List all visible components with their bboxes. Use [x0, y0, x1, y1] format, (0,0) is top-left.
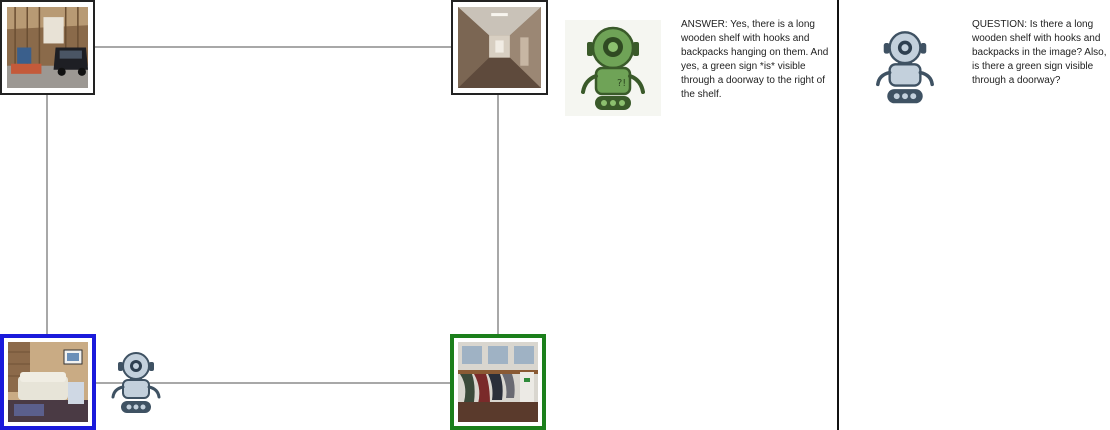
- green-robot-icon: ?!: [581, 26, 645, 110]
- node-hallway[interactable]: [451, 0, 548, 95]
- node-mudroom[interactable]: [450, 334, 546, 430]
- answer-robot-avatar: ?!: [565, 20, 661, 116]
- question-robot-icon: [876, 31, 934, 104]
- graph-edges: [46, 46, 499, 384]
- answer-text: ANSWER: Yes, there is a long wooden shel…: [681, 19, 829, 100]
- svg-text:?!: ?!: [617, 78, 626, 89]
- navigation-graph: [0, 0, 548, 430]
- node-living-room[interactable]: [0, 334, 96, 430]
- agent-robot-icon: [111, 352, 161, 413]
- mudroom-photo: [458, 342, 538, 422]
- node-garage[interactable]: [0, 0, 95, 95]
- garage-photo: [7, 7, 88, 88]
- question-text: QUESTION: Is there a long wooden shelf w…: [972, 19, 1107, 86]
- living-room-photo: [8, 342, 88, 422]
- panel-divider: [837, 0, 839, 430]
- hallway-photo: [458, 7, 541, 88]
